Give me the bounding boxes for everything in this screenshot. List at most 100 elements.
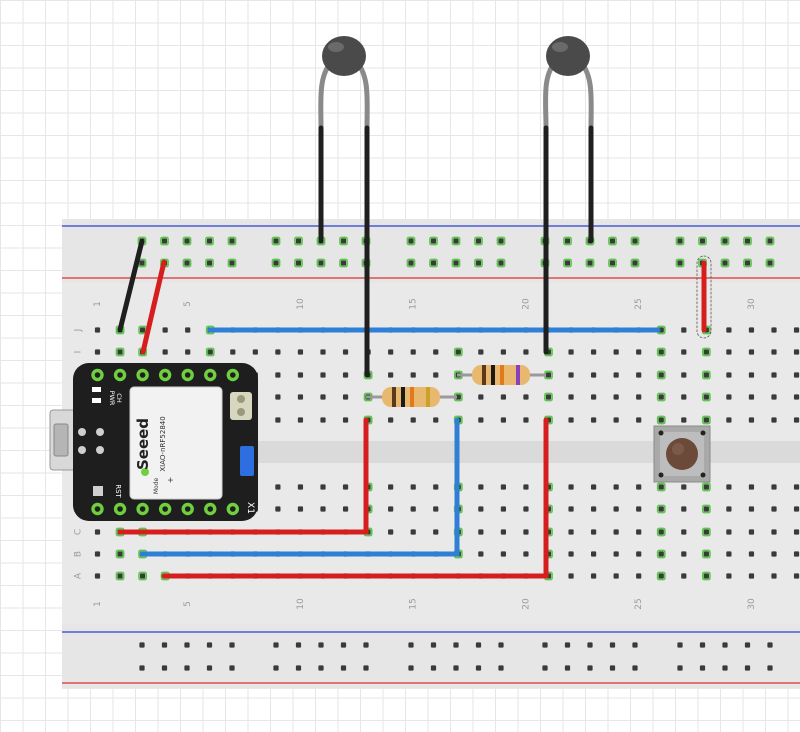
rail-hole[interactable] xyxy=(139,665,145,671)
breadboard-hole[interactable] xyxy=(613,394,619,400)
wire-black-gnd-jumper[interactable] xyxy=(117,238,145,333)
breadboard-hole[interactable] xyxy=(388,484,394,490)
breadboard-hole[interactable] xyxy=(478,506,484,512)
breadboard-hole[interactable] xyxy=(433,484,439,490)
rail-hole[interactable] xyxy=(699,665,706,671)
rail-hole[interactable] xyxy=(318,665,324,671)
breadboard-hole[interactable] xyxy=(658,349,664,355)
breadboard-hole[interactable] xyxy=(478,484,484,490)
breadboard-hole[interactable] xyxy=(478,349,484,355)
breadboard-hole[interactable] xyxy=(275,394,281,400)
breadboard-hole[interactable] xyxy=(545,394,552,400)
rail-hole[interactable] xyxy=(206,642,213,648)
rail-hole[interactable] xyxy=(767,238,773,244)
wire-red-row-b[interactable] xyxy=(117,417,369,535)
breadboard-hole[interactable] xyxy=(748,327,755,333)
breadboard-hole[interactable] xyxy=(275,484,281,490)
breadboard-hole[interactable] xyxy=(568,417,574,423)
rail-hole[interactable] xyxy=(564,665,571,671)
rail-hole[interactable] xyxy=(632,238,638,244)
breadboard-hole[interactable] xyxy=(523,349,529,355)
rail-hole[interactable] xyxy=(453,665,459,671)
rail-hole[interactable] xyxy=(295,260,302,266)
breadboard-hole[interactable] xyxy=(94,573,101,579)
breadboard-hole[interactable] xyxy=(433,417,439,423)
breadboard-hole[interactable] xyxy=(433,349,439,355)
rail-hole[interactable] xyxy=(229,642,235,648)
rail-hole[interactable] xyxy=(184,665,190,671)
breadboard-hole[interactable] xyxy=(523,551,529,557)
breadboard-hole[interactable] xyxy=(523,506,529,512)
rail-hole[interactable] xyxy=(498,238,504,244)
breadboard-hole[interactable] xyxy=(793,551,800,557)
breadboard-hole[interactable] xyxy=(320,349,326,355)
breadboard-hole[interactable] xyxy=(275,349,281,355)
breadboard-hole[interactable] xyxy=(410,484,416,490)
breadboard-hole[interactable] xyxy=(230,349,236,355)
breadboard-hole[interactable] xyxy=(726,394,732,400)
breadboard-hole[interactable] xyxy=(117,551,123,557)
resistor-left[interactable] xyxy=(366,387,457,407)
rail-hole[interactable] xyxy=(498,260,504,266)
breadboard-hole[interactable] xyxy=(275,417,281,423)
breadboard-hole[interactable] xyxy=(342,506,349,512)
rail-hole[interactable] xyxy=(767,642,773,648)
breadboard-hole[interactable] xyxy=(636,349,642,355)
breadboard-hole[interactable] xyxy=(591,484,597,490)
breadboard-hole[interactable] xyxy=(94,327,101,333)
breadboard-hole[interactable] xyxy=(185,349,191,355)
breadboard-hole[interactable] xyxy=(275,506,281,512)
breadboard-hole[interactable] xyxy=(748,417,755,423)
breadboard-hole[interactable] xyxy=(342,372,349,378)
breadboard-hole[interactable] xyxy=(162,349,168,355)
breadboard-hole[interactable] xyxy=(94,529,101,535)
rail-hole[interactable] xyxy=(229,260,235,266)
rail-hole[interactable] xyxy=(632,260,638,266)
breadboard-hole[interactable] xyxy=(613,417,619,423)
rail-hole[interactable] xyxy=(475,260,482,266)
breadboard-hole[interactable] xyxy=(478,417,484,423)
rail-hole[interactable] xyxy=(722,665,728,671)
rail-hole[interactable] xyxy=(542,642,548,648)
rail-hole[interactable] xyxy=(139,260,145,266)
breadboard-hole[interactable] xyxy=(523,394,529,400)
breadboard-hole[interactable] xyxy=(523,529,529,535)
breadboard-hole[interactable] xyxy=(771,551,777,557)
rail-hole[interactable] xyxy=(161,238,168,244)
rail-hole[interactable] xyxy=(408,260,414,266)
breadboard-hole[interactable] xyxy=(410,349,416,355)
breadboard-hole[interactable] xyxy=(636,573,642,579)
breadboard-hole[interactable] xyxy=(793,417,800,423)
rail-hole[interactable] xyxy=(744,260,751,266)
breadboard-hole[interactable] xyxy=(478,529,484,535)
breadboard-hole[interactable] xyxy=(793,394,800,400)
breadboard-hole[interactable] xyxy=(500,349,506,355)
rail-hole[interactable] xyxy=(587,642,593,648)
breadboard-hole[interactable] xyxy=(681,417,687,423)
breadboard-hole[interactable] xyxy=(726,417,732,423)
rail-hole[interactable] xyxy=(318,260,324,266)
breadboard-hole[interactable] xyxy=(94,551,101,557)
breadboard-hole[interactable] xyxy=(748,529,755,535)
breadboard-hole[interactable] xyxy=(455,349,461,355)
breadboard-hole[interactable] xyxy=(793,484,800,490)
breadboard-hole[interactable] xyxy=(591,529,597,535)
breadboard-hole[interactable] xyxy=(748,506,755,512)
breadboard-hole[interactable] xyxy=(320,417,326,423)
breadboard-hole[interactable] xyxy=(703,529,709,535)
pushbutton[interactable] xyxy=(653,425,711,483)
breadboard-hole[interactable] xyxy=(252,349,258,355)
breadboard-hole[interactable] xyxy=(658,573,664,579)
breadboard-hole[interactable] xyxy=(636,417,642,423)
breadboard-hole[interactable] xyxy=(771,506,777,512)
breadboard-hole[interactable] xyxy=(342,484,349,490)
breadboard-hole[interactable] xyxy=(771,529,777,535)
breadboard-hole[interactable] xyxy=(162,327,168,333)
rail-hole[interactable] xyxy=(453,238,459,244)
breadboard-hole[interactable] xyxy=(388,417,394,423)
rail-hole[interactable] xyxy=(609,642,616,648)
breadboard-hole[interactable] xyxy=(433,372,439,378)
breadboard-hole[interactable] xyxy=(681,372,687,378)
breadboard-hole[interactable] xyxy=(342,417,349,423)
breadboard-hole[interactable] xyxy=(297,394,304,400)
